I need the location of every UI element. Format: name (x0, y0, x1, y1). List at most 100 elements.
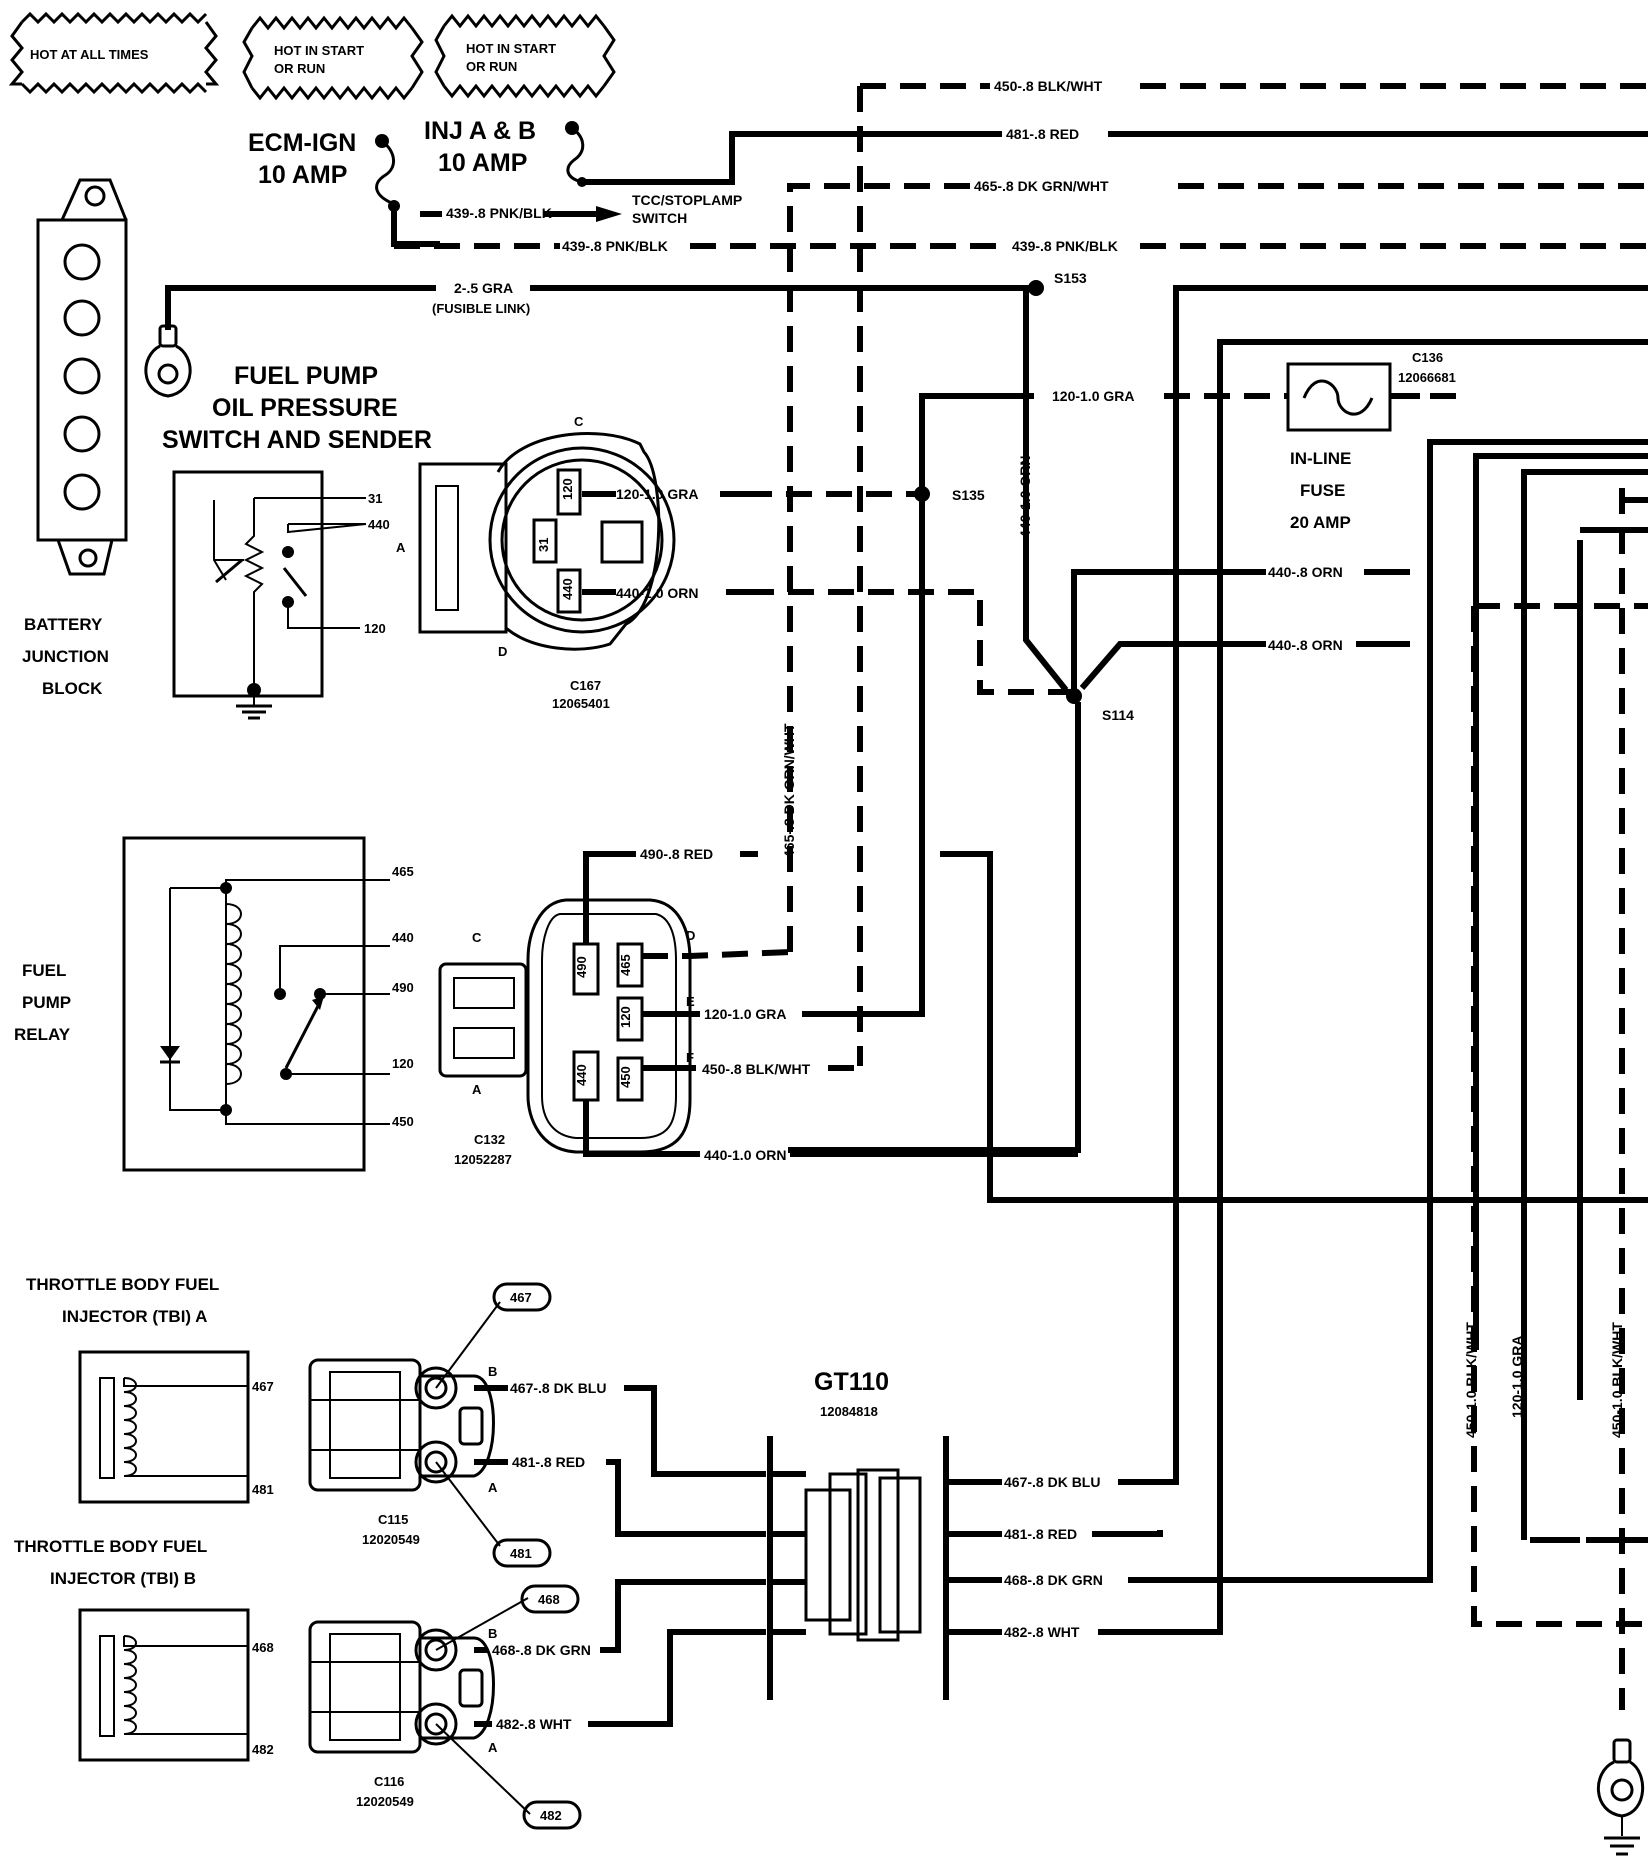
tcc-switch-line1: TCC/STOPLAMP (632, 192, 742, 208)
tbi-a-line1: THROTTLE BODY FUEL (26, 1275, 219, 1294)
oil-switch-line3: SWITCH AND SENDER (162, 426, 432, 454)
wire-label-468-dk-grn-r: 468-.8 DK GRN (1004, 1572, 1103, 1588)
wire-label-120-vert: 120-1.0 GRA (1509, 1336, 1525, 1418)
wire-label-120-gra-top: 120-1.0 GRA (1052, 388, 1134, 404)
c132-cav-440: 440 (574, 1064, 589, 1086)
wire-label-440-orn-b: 440-.8 ORN (1268, 637, 1343, 653)
tbi-a-pin-481: 481 (252, 1482, 274, 1497)
c136-id: C136 (1412, 350, 1443, 365)
fuel-pump-oil-pressure-switch: FUEL PUMP OIL PRESSURE SWITCH AND SENDER… (162, 362, 432, 720)
hot-start-run-1-line1: HOT IN START (274, 43, 364, 58)
wire-label-439-pnk-blk-a: 439-.8 PNK/BLK (446, 205, 552, 221)
oil-pin-440: 440 (368, 517, 390, 532)
wire-label-440-orn-a: 440-.8 ORN (1268, 564, 1343, 580)
wire-label-439-pnk-blk-b: 439-.8 PNK/BLK (562, 238, 668, 254)
inline-fuse-line1: IN-LINE (1290, 449, 1351, 468)
wire-label-440-orn-c167: 440-1.0 ORN (616, 585, 698, 601)
wire-label-450-c132: 450-.8 BLK/WHT (702, 1061, 811, 1077)
c116-id: C116 (374, 1774, 404, 1789)
oil-switch-line1: FUEL PUMP (234, 362, 378, 390)
c132-letter-e: E (686, 994, 695, 1009)
bubble-481: 481 (510, 1546, 532, 1561)
c115-letter-a: A (488, 1480, 498, 1495)
splice-s153-dot (1028, 280, 1044, 296)
wire-label-450-vert-2: 450-1.0 BLK/WHT (1609, 1322, 1625, 1438)
tcc-switch-line2: SWITCH (632, 210, 687, 226)
tcc-stoplamp-switch-label: TCC/STOPLAMP SWITCH (632, 192, 742, 226)
hot-start-run-1-line2: OR RUN (274, 61, 325, 76)
c115-letter-b: B (488, 1364, 497, 1379)
hot-start-run-2-line2: OR RUN (466, 59, 517, 74)
wire-label-481-red-top: 481-.8 RED (1006, 126, 1079, 142)
bubble-482: 482 (540, 1808, 562, 1823)
c167-id: C167 (570, 678, 601, 693)
wire-label-450-vert-1: 450-1.0 BLK/WHT (1463, 1322, 1479, 1438)
tbi-injector-a: THROTTLE BODY FUEL INJECTOR (TBI) A 467 … (26, 1275, 274, 1504)
tbi-b-line2: INJECTOR (TBI) B (50, 1569, 196, 1588)
wire-label-482-wht-r: 482-.8 WHT (1004, 1624, 1080, 1640)
inj-ab-fuse: INJ A & B 10 AMP (424, 117, 587, 187)
tbi-b-pin-482: 482 (252, 1742, 274, 1757)
connector-c167: 120 31 440 C D C167 12065401 (418, 414, 676, 711)
battery-ring-terminal (144, 324, 192, 398)
tbi-b-line1: THROTTLE BODY FUEL (14, 1537, 207, 1556)
tbi-injector-b: THROTTLE BODY FUEL INJECTOR (TBI) B 468 … (14, 1537, 274, 1762)
battery-junction-line1: BATTERY (24, 615, 103, 634)
wire-label-490-red: 490-.8 RED (640, 846, 713, 862)
inline-fuse-20a: IN-LINE FUSE 20 AMP C136 12066681 (1286, 350, 1456, 532)
wire-label-2-gra: 2-.5 GRA (454, 280, 513, 296)
relay-pin-465: 465 (392, 864, 414, 879)
wire-label-465-vert: 465-.8 DK GRN/WHT (781, 723, 797, 858)
relay-label-line1: FUEL (22, 961, 66, 980)
ecm-ign-fuse-label-line2: 10 AMP (258, 161, 347, 189)
c132-cav-450: 450 (618, 1066, 633, 1088)
wire-label-120-gra-c167: 120-1.0 GRA (616, 486, 698, 502)
fuel-pump-relay: 465 440 490 120 450 FUEL PUMP RELAY (14, 836, 414, 1172)
c132-part: 12052287 (454, 1152, 512, 1167)
wire-label-481-red-r: 481-.8 RED (1004, 1526, 1077, 1542)
c167-cav-120: 120 (560, 478, 575, 500)
connector-c115: B A C115 12020549 467 481 (308, 1282, 552, 1568)
c116-part: 12020549 (356, 1794, 414, 1809)
c116-letter-a: A (488, 1740, 498, 1755)
oil-pin-31: 31 (368, 491, 382, 506)
gt110-part: 12084818 (820, 1404, 878, 1419)
wire-label-439-pnk-blk-c: 439-.8 PNK/BLK (1012, 238, 1118, 254)
c115-part: 12020549 (362, 1532, 420, 1547)
wire-label-465-dk-grn-wht: 465-.8 DK GRN/WHT (974, 178, 1109, 194)
oil-pin-120: 120 (364, 621, 386, 636)
c136-part: 12066681 (1398, 370, 1456, 385)
wire-label-440-orn-c132: 440-1.0 ORN (704, 1147, 786, 1163)
c132-letter-a: A (472, 1082, 482, 1097)
ecm-ign-fuse: ECM-IGN 10 AMP (248, 129, 400, 212)
inj-ab-fuse-label-line1: INJ A & B (424, 117, 536, 145)
wire-label-468-dk-grn-b: 468-.8 DK GRN (492, 1642, 591, 1658)
relay-pin-450: 450 (392, 1114, 414, 1129)
c167-part: 12065401 (552, 696, 610, 711)
hot-all-times-text: HOT AT ALL TIMES (30, 47, 149, 62)
wire-label-467-dk-blu-r: 467-.8 DK BLU (1004, 1474, 1100, 1490)
inj-ab-fuse-label-line2: 10 AMP (438, 149, 527, 177)
relay-pin-490: 490 (392, 980, 414, 995)
battery-junction-line2: JUNCTION (22, 647, 109, 666)
wire-label-440-orn-vert: 440-1.0 ORN (1017, 456, 1033, 538)
c132-cav-465: 465 (618, 954, 633, 976)
c167-cav-440: 440 (560, 578, 575, 600)
c132-letter-f: F (686, 1050, 694, 1065)
c116-letter-b: B (488, 1626, 497, 1641)
c167-cav-31: 31 (536, 538, 551, 552)
relay-pin-120: 120 (392, 1056, 414, 1071)
wire-label-120-gra-c132: 120-1.0 GRA (704, 1006, 786, 1022)
c132-letter-d: D (686, 928, 695, 943)
relay-label-line2: PUMP (22, 993, 71, 1012)
hot-in-start-run-label-2: HOT IN START OR RUN (434, 13, 616, 99)
c167-letter-c: C (574, 414, 584, 429)
inline-fuse-line2: FUSE (1300, 481, 1345, 500)
c132-letter-c: C (472, 930, 482, 945)
bubble-467: 467 (510, 1290, 532, 1305)
hot-in-start-run-label-1: HOT IN START OR RUN (242, 15, 424, 101)
inline-fuse-line3: 20 AMP (1290, 513, 1351, 532)
c132-cav-490: 490 (574, 956, 589, 978)
c132-cav-120: 120 (618, 1006, 633, 1028)
